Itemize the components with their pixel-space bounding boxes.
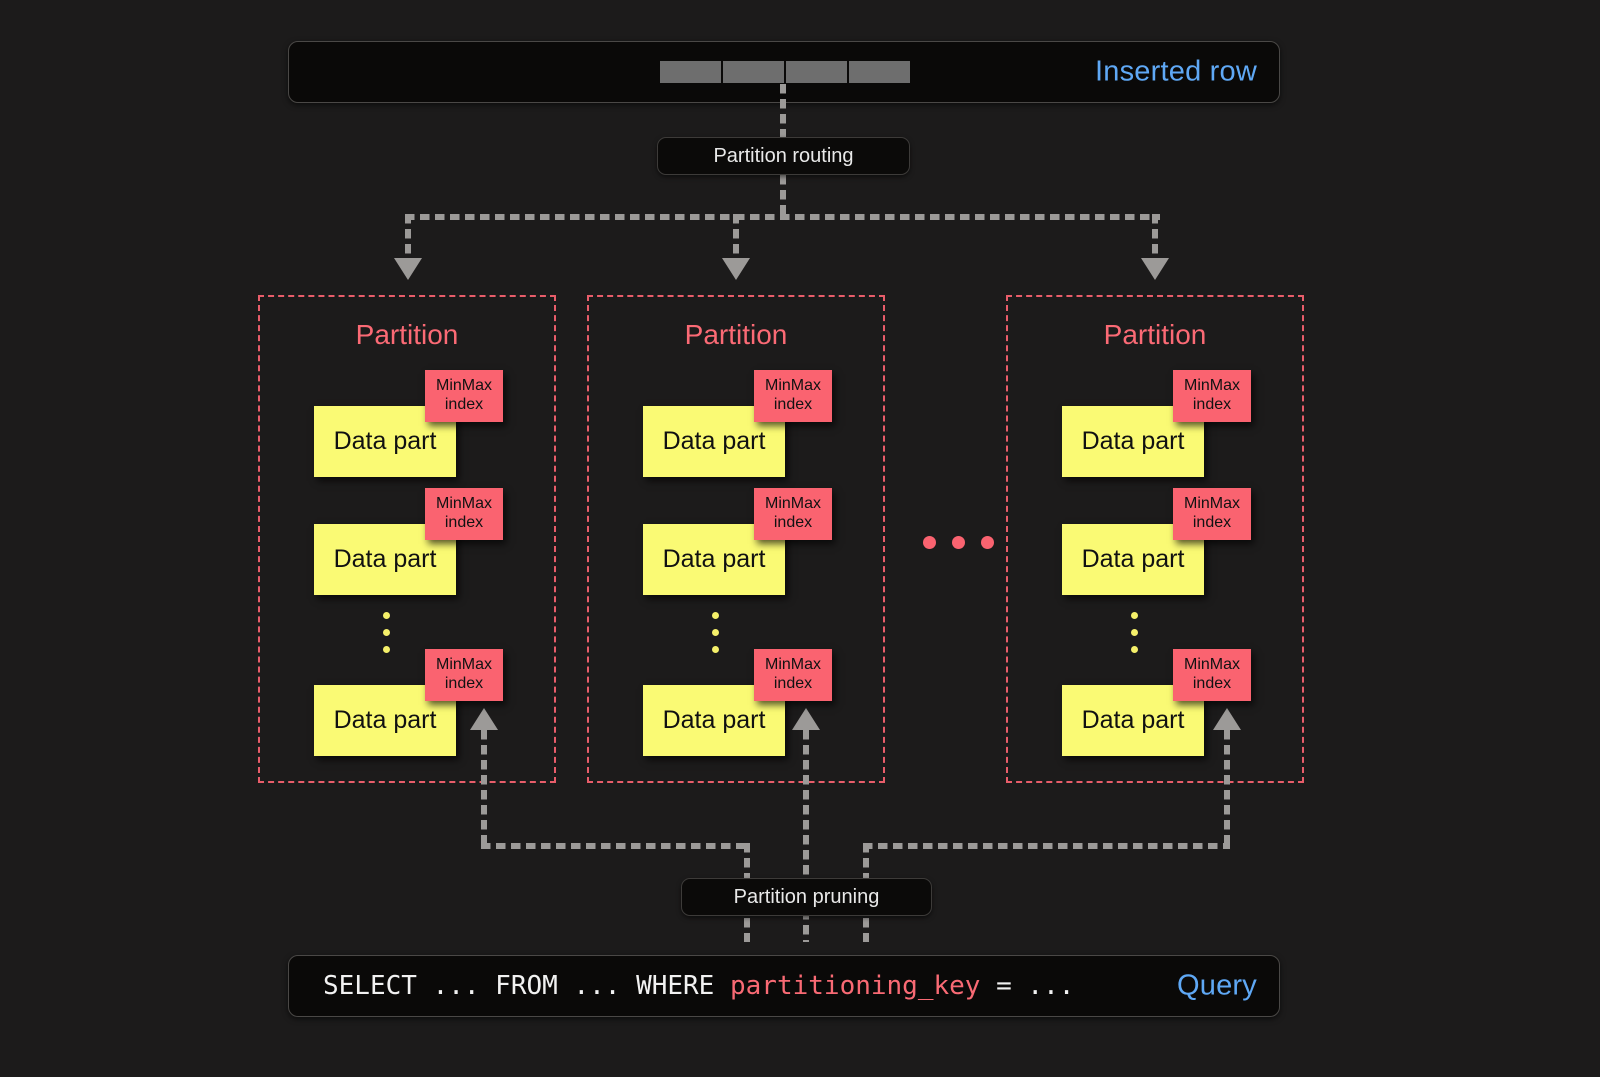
minmax-line-1: MinMax — [1183, 377, 1240, 395]
connector-pruning-to-partition-3 — [1224, 730, 1230, 849]
minmax-line-1: MinMax — [764, 656, 821, 674]
minmax-line-1: MinMax — [435, 656, 492, 674]
arrow-into-data-part-2 — [792, 708, 820, 730]
minmax-line-2: index — [444, 675, 484, 692]
partition-box-1: Partition — [258, 295, 556, 783]
data-part-label: Data part — [333, 427, 437, 455]
partition-routing-box: Partition routing — [657, 137, 910, 175]
pruning-bus-right — [863, 843, 1230, 849]
minmax-line-1: MinMax — [435, 377, 492, 395]
partition-title: Partition — [355, 319, 459, 350]
ellipsis-dot — [383, 629, 390, 636]
arrow-into-data-part-3 — [1213, 708, 1241, 730]
query-prefix: SELECT ... FROM ... WHERE — [323, 971, 730, 1001]
minmax-line-2: index — [444, 396, 484, 413]
partition-pruning-label: Partition pruning — [733, 885, 880, 908]
data-part-label: Data part — [333, 545, 437, 573]
data-parts-ellipsis — [1131, 612, 1138, 653]
minmax-line-2: index — [773, 675, 813, 692]
arrow-into-partition-1 — [394, 258, 422, 280]
connector-bus-to-partition-2 — [733, 214, 739, 262]
ellipsis-dot — [981, 536, 994, 549]
routing-bus-line — [405, 214, 1160, 220]
ellipsis-dot — [383, 612, 390, 619]
minmax-line-2: index — [1192, 514, 1232, 531]
query-sql-text: SELECT ... FROM ... WHERE partitioning_k… — [323, 971, 1074, 1001]
query-suffix: = ... — [980, 971, 1075, 1001]
row-cell — [660, 61, 721, 83]
inserted-row-bar: Inserted row — [288, 41, 1280, 103]
row-cell — [849, 61, 910, 83]
partition-title: Partition — [684, 319, 788, 350]
connector-pruning-to-partition-2 — [803, 730, 809, 942]
data-part-label: Data part — [1081, 706, 1185, 734]
minmax-line-2: index — [444, 514, 484, 531]
minmax-line-2: index — [1192, 396, 1232, 413]
minmax-line-2: index — [773, 396, 813, 413]
ellipsis-dot — [712, 612, 719, 619]
data-part-label: Data part — [1081, 427, 1185, 455]
inserted-row-label: Inserted row — [1095, 55, 1257, 88]
partition-pruning-box: Partition pruning — [681, 878, 932, 916]
data-part-label: Data part — [662, 427, 766, 455]
ellipsis-dot — [1131, 629, 1138, 636]
ellipsis-dot — [712, 629, 719, 636]
arrow-into-partition-3 — [1141, 258, 1169, 280]
ellipsis-dot — [923, 536, 936, 549]
arrow-into-data-part-1 — [470, 708, 498, 730]
data-part-label: Data part — [1081, 545, 1185, 573]
partition-routing-label: Partition routing — [713, 144, 854, 167]
connector-pruning-to-partition-1 — [481, 730, 487, 849]
minmax-line-2: index — [773, 514, 813, 531]
minmax-line-1: MinMax — [1183, 656, 1240, 674]
minmax-line-1: MinMax — [435, 495, 492, 513]
partition-box-3: Partition — [1006, 295, 1304, 783]
row-cell — [786, 61, 847, 83]
minmax-line-1: MinMax — [764, 377, 821, 395]
connector-bus-to-partition-3 — [1152, 214, 1158, 262]
ellipsis-dot — [712, 646, 719, 653]
inserted-row-cells — [660, 61, 910, 83]
query-label: Query — [1177, 969, 1257, 1002]
data-part-label: Data part — [662, 545, 766, 573]
row-cell — [723, 61, 784, 83]
connector-routing-to-bus — [780, 175, 786, 217]
minmax-line-1: MinMax — [764, 495, 821, 513]
ellipsis-dot — [383, 646, 390, 653]
data-parts-ellipsis — [383, 612, 390, 653]
data-parts-ellipsis — [712, 612, 719, 653]
pruning-bus-left — [481, 843, 750, 849]
ellipsis-dot — [1131, 646, 1138, 653]
partition-title: Partition — [1103, 319, 1207, 350]
minmax-line-2: index — [1192, 675, 1232, 692]
query-bar: SELECT ... FROM ... WHERE partitioning_k… — [288, 955, 1280, 1017]
query-partitioning-key: partitioning_key — [730, 971, 981, 1001]
ellipsis-dot — [1131, 612, 1138, 619]
partitions-ellipsis — [923, 536, 994, 549]
data-part-label: Data part — [333, 706, 437, 734]
partition-box-2: Partition — [587, 295, 885, 783]
arrow-into-partition-2 — [722, 258, 750, 280]
minmax-line-1: MinMax — [1183, 495, 1240, 513]
data-part-box: Data part — [643, 524, 785, 595]
connector-row-to-routing — [780, 84, 786, 140]
data-part-label: Data part — [662, 706, 766, 734]
ellipsis-dot — [952, 536, 965, 549]
connector-bus-to-partition-1 — [405, 214, 411, 262]
